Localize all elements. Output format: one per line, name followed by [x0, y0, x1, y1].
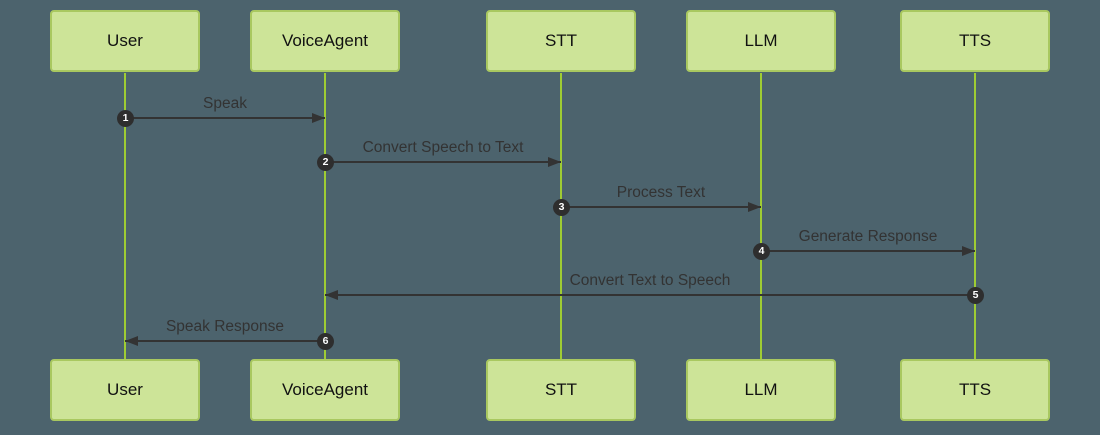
message-label-convert-text: Convert Text to Speech [569, 272, 731, 289]
message-label-speak-response: Speak Response [165, 318, 285, 335]
arrowhead-right-icon [748, 202, 761, 212]
arrowhead-left-icon [325, 290, 338, 300]
message-label-process-text: Process Text [616, 184, 706, 201]
message-line [325, 294, 975, 296]
lifeline-stt [560, 73, 562, 359]
arrowhead-left-icon [125, 336, 138, 346]
message-label-speak: Speak [203, 95, 247, 112]
lifeline-voiceagent [324, 73, 326, 359]
actor-top-user: User [50, 10, 200, 72]
sequence-number-badge: 5 [967, 287, 984, 304]
actor-bottom-llm: LLM [686, 359, 836, 421]
lifeline-user [124, 73, 126, 359]
actor-label: LLM [744, 380, 778, 399]
sequence-number-badge: 4 [753, 243, 770, 260]
actor-bottom-stt: STT [486, 359, 636, 421]
message-line [561, 206, 761, 208]
sequence-number-badge: 6 [317, 333, 334, 350]
actor-bottom-tts: TTS [900, 359, 1050, 421]
arrowhead-right-icon [312, 113, 325, 123]
actor-top-llm: LLM [686, 10, 836, 72]
actor-label: VoiceAgent [281, 31, 368, 50]
actor-label: User [107, 31, 143, 50]
lifeline-llm [760, 73, 762, 359]
message-line [325, 161, 561, 163]
actor-label: TTS [958, 380, 992, 399]
arrowhead-right-icon [962, 246, 975, 256]
actor-label: STT [544, 31, 578, 50]
actor-label: TTS [958, 31, 992, 50]
actor-label: User [107, 380, 143, 399]
actor-bottom-voiceagent: VoiceAgent [250, 359, 400, 421]
message-line [125, 340, 325, 342]
sequence-number-badge: 2 [317, 154, 334, 171]
arrowhead-right-icon [548, 157, 561, 167]
message-line [761, 250, 975, 252]
message-label-convert-speech: Convert Speech to Text [362, 139, 524, 156]
lifeline-tts [974, 73, 976, 359]
actor-label: LLM [744, 31, 778, 50]
message-line [125, 117, 325, 119]
sequence-number-badge: 3 [553, 199, 570, 216]
actor-label: STT [544, 380, 578, 399]
actor-top-voiceagent: VoiceAgent [250, 10, 400, 72]
sequence-number-badge: 1 [117, 110, 134, 127]
actor-top-stt: STT [486, 10, 636, 72]
actor-bottom-user: User [50, 359, 200, 421]
message-label-generate-response: Generate Response [798, 228, 938, 245]
actor-label: VoiceAgent [281, 380, 368, 399]
actor-top-tts: TTS [900, 10, 1050, 72]
